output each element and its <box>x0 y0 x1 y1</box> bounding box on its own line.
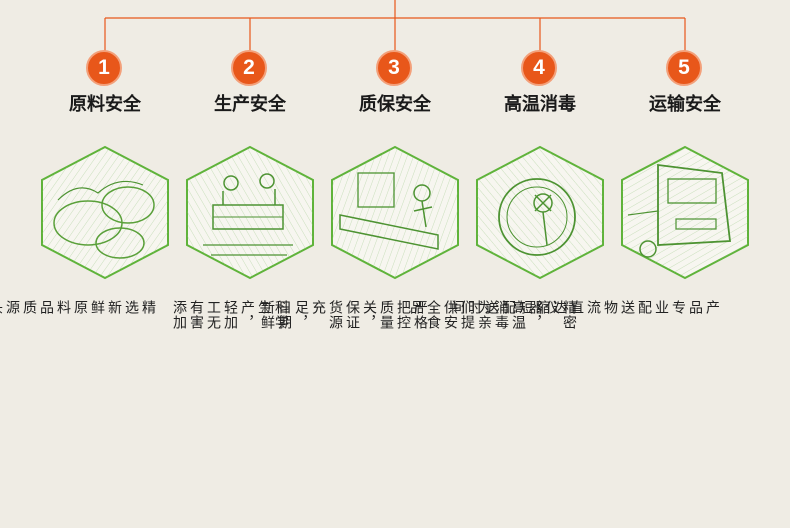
description-line: 产品专业配送物流 <box>585 300 720 315</box>
step-title: 运输安全 <box>649 94 721 115</box>
description-line: 充足，日期新鲜 <box>259 300 326 330</box>
description-line: 严格把控质量关，保证货源 <box>327 300 428 330</box>
step-number-badge: 4 <box>521 50 557 86</box>
connector-lines <box>104 0 686 52</box>
truck-sketch-image <box>621 145 749 280</box>
description-line: 科学生产，轻加 <box>222 300 289 330</box>
sterilization-sketch-image <box>476 145 604 280</box>
step-title: 生产安全 <box>214 94 286 115</box>
step-title: 质保安全 <box>359 94 431 115</box>
description-line: 精密仪器，高温消毒 <box>493 300 577 330</box>
production-sketch-image <box>186 145 314 280</box>
step-number-badge: 2 <box>231 50 267 86</box>
raw-material-sketch-image <box>41 145 169 280</box>
description-line: 为亲们提供安全食品 <box>408 300 492 330</box>
step-description: 严格把控质量关，保证货源 充足，日期新鲜 <box>258 300 428 330</box>
step-number-badge: 3 <box>376 50 412 86</box>
quality-sketch-image <box>331 145 459 280</box>
step-description: 产品专业配送物流 直达缩短配送时间 <box>448 300 720 315</box>
step-description: 科学生产，轻加 工无有害添加 <box>170 300 289 330</box>
description-line: 品质源头把控 <box>0 300 54 315</box>
step-description: 精选新鲜原料 品质源头把控 <box>0 300 156 315</box>
description-line: 精选新鲜原料 <box>55 300 156 315</box>
description-line: 工无有害添加 <box>171 300 221 330</box>
step-description: 精密仪器，高温消毒 为亲们提供安全食品 <box>407 300 577 330</box>
step-title: 高温消毒 <box>504 94 576 115</box>
step-number-badge: 1 <box>86 50 122 86</box>
step-title: 原料安全 <box>69 94 141 115</box>
description-line: 直达缩短配送时间 <box>449 300 584 315</box>
step-number-badge: 5 <box>666 50 702 86</box>
